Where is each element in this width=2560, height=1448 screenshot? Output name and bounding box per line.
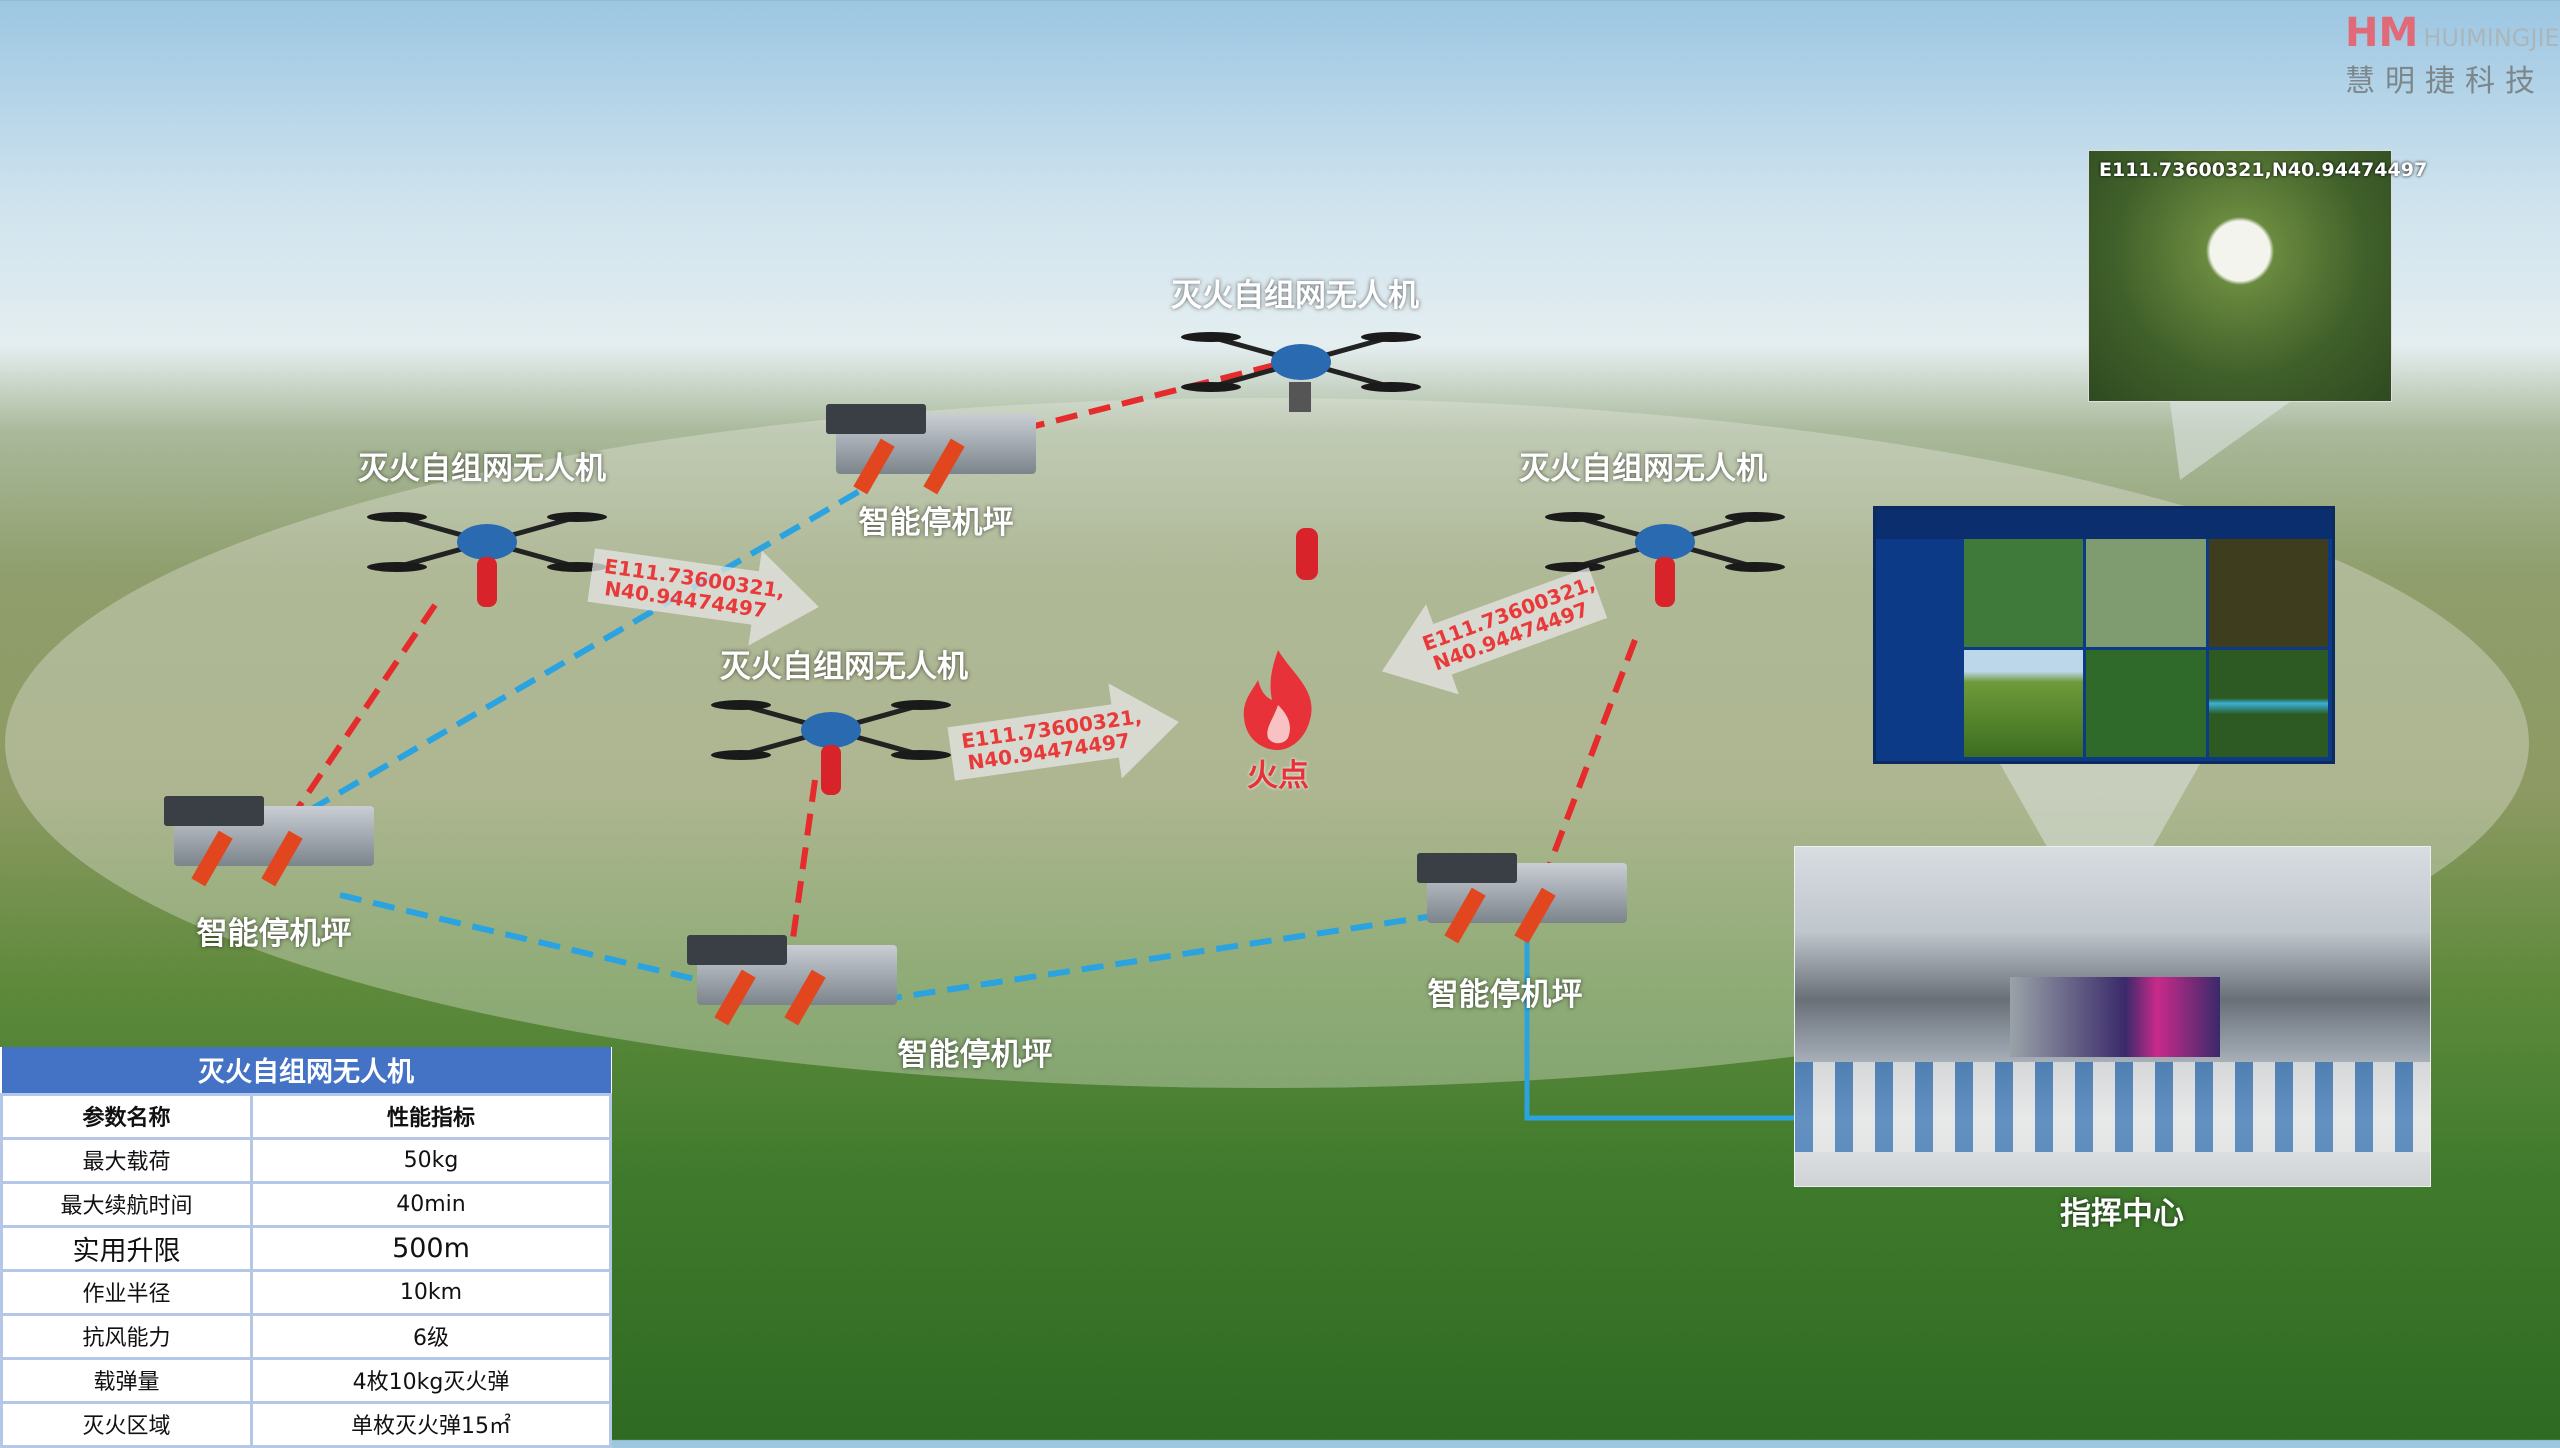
parking-pad[interactable] (826, 404, 1046, 495)
logo-mark: HM (2345, 10, 2419, 56)
link-line (787, 779, 818, 961)
fire-icon (1243, 650, 1312, 750)
pad-label: 智能停机坪 (897, 1037, 1053, 1073)
photo-coordinate: E111.73600321,N40.94474497 (2099, 159, 2428, 181)
link-line (339, 892, 721, 988)
blue-links (308, 482, 1441, 1003)
param-name: 载弹量 (0, 1356, 253, 1404)
param-value: 40min (250, 1180, 612, 1228)
param-value: 10km (250, 1268, 612, 1316)
param-value: 单枚灭火弹15㎡ (250, 1400, 612, 1448)
fire-bomb-icon (1296, 528, 1318, 580)
param-name: 抗风能力 (0, 1312, 253, 1360)
drop-photo: E111.73600321,N40.94474497 (2088, 150, 2428, 402)
pad-label: 智能停机坪 (196, 916, 352, 952)
param-value: 500m (250, 1224, 612, 1272)
company-logo: HM HUIMINGJIE 慧明捷科技 (2345, 10, 2560, 100)
link-line (308, 482, 872, 813)
drone-icon (367, 512, 607, 607)
logo-brand: HUIMINGJIE (2423, 24, 2560, 52)
table-row: 灭火区域单枚灭火弹15㎡ (0, 1400, 612, 1448)
callout-pointer (2170, 402, 2290, 480)
parking-pad[interactable] (164, 796, 384, 887)
red-links (287, 362, 1638, 961)
param-value: 6级 (250, 1312, 612, 1360)
logo-cn: 慧明捷科技 (2345, 64, 2545, 99)
table-header-row: 参数名称性能指标 (0, 1092, 612, 1140)
header-param: 参数名称 (0, 1092, 253, 1140)
pad-label: 智能停机坪 (858, 505, 1014, 541)
drone-label: 灭火自组网无人机 (1171, 278, 1419, 314)
drone-label: 灭火自组网无人机 (720, 649, 968, 685)
management-platform-screen (1873, 506, 2335, 764)
drone[interactable] (711, 675, 951, 795)
drone[interactable] (1545, 487, 1785, 607)
link-line (287, 603, 438, 822)
param-name: 最大载荷 (0, 1136, 253, 1184)
drone-icon (1181, 332, 1421, 412)
parking-pad[interactable] (1417, 853, 1637, 944)
drone-label: 灭火自组网无人机 (1519, 451, 1767, 487)
param-value: 4枚10kg灭火弹 (250, 1356, 612, 1404)
fire-point-label: 火点 (1247, 758, 1309, 794)
header-value: 性能指标 (250, 1092, 612, 1140)
pad-label: 智能停机坪 (1427, 977, 1583, 1013)
param-value: 50kg (250, 1136, 612, 1184)
link-line (1537, 638, 1638, 892)
command-link (1524, 940, 1794, 1121)
param-name: 实用升限 (0, 1224, 253, 1272)
param-name: 灭火区域 (0, 1400, 253, 1448)
link-line (879, 912, 1441, 1003)
drone[interactable] (367, 487, 607, 607)
drone-label: 灭火自组网无人机 (358, 451, 606, 487)
command-center-photo (1794, 846, 2431, 1187)
drone[interactable] (1181, 307, 1421, 427)
parking-pad[interactable] (687, 935, 907, 1026)
table-title: 灭火自组网无人机 (1, 1047, 611, 1094)
param-name: 作业半径 (0, 1268, 253, 1316)
param-name: 最大续航时间 (0, 1180, 253, 1228)
drone-icon (1545, 512, 1785, 607)
drone-icon (711, 700, 951, 795)
link-line (959, 362, 1276, 448)
command-center-label: 指挥中心 (2060, 1196, 2184, 1232)
